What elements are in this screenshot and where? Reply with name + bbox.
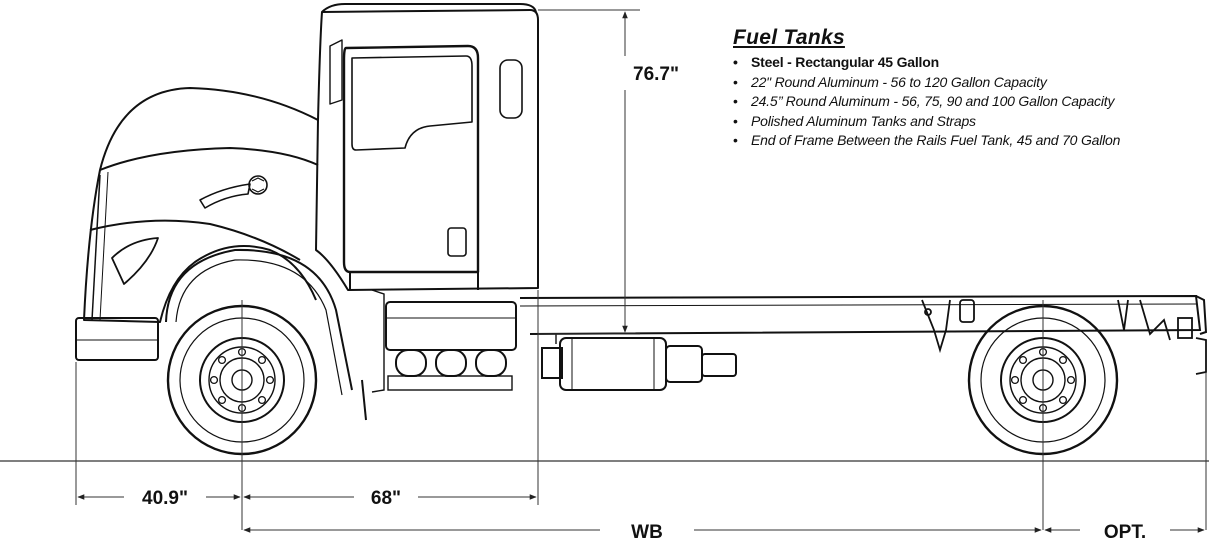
exhaust-canister: [541, 334, 737, 391]
wheelbase-label: WB: [631, 522, 663, 543]
fuel-tank: [371, 289, 517, 393]
front-axle-to-back-of-cab-label: 68": [371, 488, 401, 509]
dimension-lines: [75, 9, 1207, 533]
list-item-text: 24.5’’ Round Aluminum - 56, 75, 90 and 1…: [751, 93, 1115, 109]
bullet-icon: •: [733, 93, 738, 109]
list-item-text: Steel - Rectangular 45 Gallon: [751, 54, 939, 70]
list-item-text: 22" Round Aluminum - 56 to 120 Gallon Ca…: [751, 73, 1047, 90]
bullet-icon: •: [733, 132, 738, 148]
kenworth-emblem-icon: [248, 175, 268, 195]
list-item-text: End of Frame Between the Rails Fuel Tank…: [751, 132, 1121, 148]
list-item: • Steel - Rectangular 45 Gallon: [733, 53, 1209, 73]
list-item-text: Polished Aluminum Tanks and Straps: [751, 112, 976, 129]
bullet-icon: •: [733, 112, 738, 129]
list-item: • 22" Round Aluminum - 56 to 120 Gallon C…: [733, 73, 1209, 93]
bullet-icon: •: [733, 73, 738, 90]
list-item: • Polished Aluminum Tanks and Straps: [733, 112, 1209, 132]
list-item: • 24.5’’ Round Aluminum - 56, 75, 90 and …: [733, 92, 1209, 112]
overhang-label: OPT.: [1104, 522, 1146, 543]
fuel-tanks-panel: Fuel Tanks • Steel - Rectangular 45 Gallo…: [733, 26, 1209, 151]
cab-height-label: 76.7": [633, 64, 679, 85]
bullet-icon: •: [733, 54, 738, 70]
cab: [75, 3, 539, 421]
fuel-tanks-title: Fuel Tanks: [733, 26, 845, 49]
rear-suspension: [921, 299, 1207, 375]
fuel-tanks-list: • Steel - Rectangular 45 Gallon • 22" Roun…: [733, 53, 1209, 151]
list-item: • End of Frame Between the Rails Fuel Tan…: [733, 131, 1209, 151]
bumper-to-front-axle-label: 40.9": [142, 488, 188, 509]
frame-rail: [519, 294, 1208, 335]
